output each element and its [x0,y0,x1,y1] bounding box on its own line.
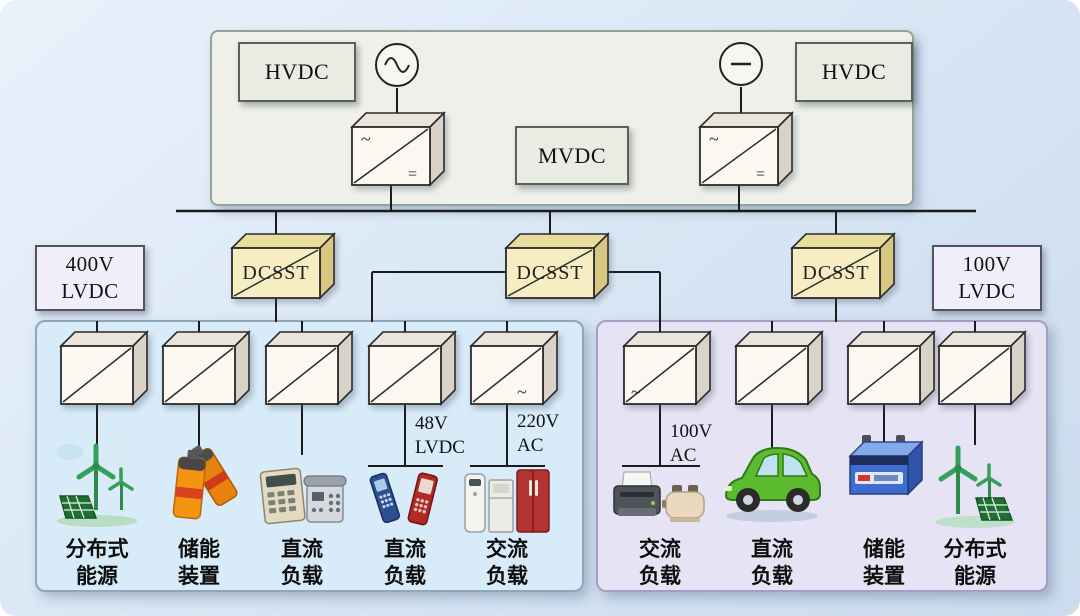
bus-label-100v-text: 100V LVDC [958,251,1016,303]
bus-label-100v-lvdc: 100V LVDC [932,245,1042,311]
converter-box-top-right: ~= [698,111,794,187]
converter-box-l4 [367,330,457,406]
caption-dc-load-1: 直流 负载 [281,537,323,589]
bus-label-400v-lvdc: 400V LVDC [35,245,145,311]
caption-distributed-energy-left: 分布式 能源 [65,537,129,589]
ac-source-icon [374,42,420,93]
appliances-icon [463,468,551,539]
printer-toaster-icon [612,468,707,533]
svg-text:=: = [756,166,765,183]
hvdc-left-label: HVDC [238,42,356,102]
dcsst-right-text: DCSST [802,261,870,284]
converter-box-r1: ~ [622,330,712,406]
dcsst-center-text: DCSST [516,261,584,284]
svg-text:~: ~ [361,129,371,149]
caption-ac-load-right: 交流 负载 [639,537,681,589]
dcsst-box-left: DCSST [230,232,336,300]
electric-car-icon [720,430,824,535]
svg-text:~: ~ [517,382,527,402]
caption-distributed-energy-right: 分布式 能源 [943,537,1007,589]
caption-ac-load-left: 交流 负载 [486,537,528,589]
converter-box-l5: ~ [469,330,559,406]
caption-dc-load-2: 直流 负载 [384,537,426,589]
caption-dc-load-right: 直流 负载 [751,537,793,589]
car-battery-icon [840,432,928,513]
dcsst-box-center: DCSST [504,232,610,300]
hvdc-left-text: HVDC [264,59,330,84]
converter-box-l1 [59,330,149,406]
converter-box-r2 [734,330,824,406]
mvdc-text: MVDC [537,142,606,168]
converter-box-r4 [937,330,1027,406]
wind-solar-icon [54,436,140,533]
svg-text:=: = [408,166,417,183]
bus-label-100v-ac: 100V AC [670,421,713,467]
converter-box-top-left: ~= [350,111,446,187]
svg-text:~: ~ [631,382,641,402]
bus-label-48v-lvdc: 48V LVDC [415,413,465,459]
mobile-phones-icon [363,470,447,535]
caption-energy-storage-left: 储能 装置 [178,537,220,589]
wind-solar-icon-right [932,436,1018,533]
svg-text:~: ~ [709,129,719,149]
converter-box-r3 [846,330,936,406]
dc-source-icon [718,41,764,92]
battery-storage-icon [160,438,240,533]
bus-label-400v-text: 400V LVDC [61,251,119,303]
hvdc-right-text: HVDC [821,59,887,84]
converter-box-l2 [161,330,251,406]
hvdc-right-label: HVDC [795,42,913,102]
dcsst-box-right: DCSST [790,232,896,300]
caption-energy-storage-right: 储能 装置 [863,537,905,589]
calculator-phone-icon [257,444,347,534]
dcsst-left-text: DCSST [242,261,310,284]
mvdc-label: MVDC [515,126,629,185]
bus-label-220v-ac: 220V AC [517,411,560,457]
converter-box-l3 [264,330,354,406]
